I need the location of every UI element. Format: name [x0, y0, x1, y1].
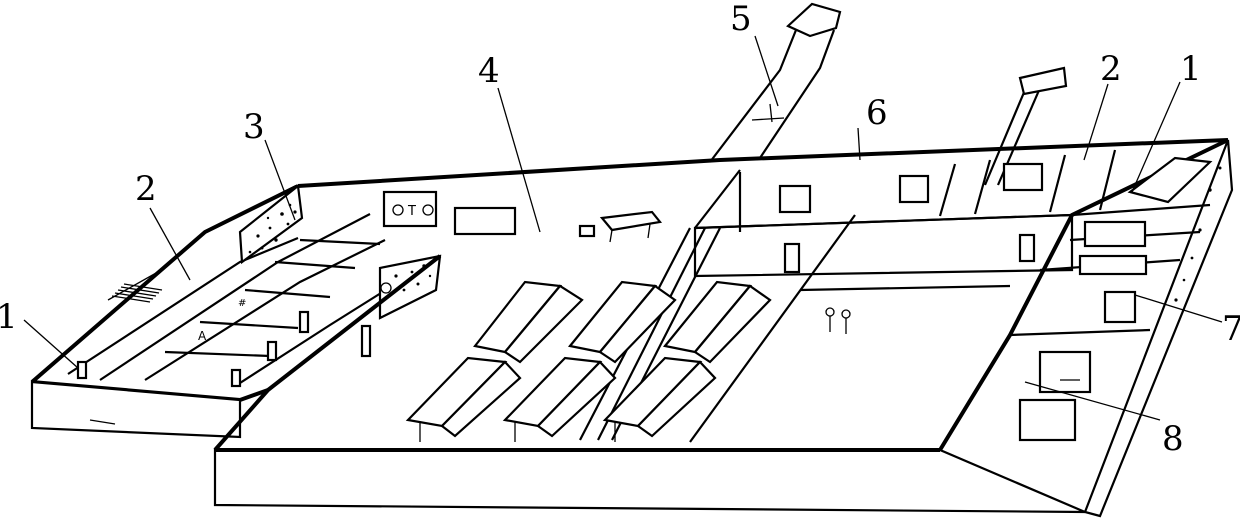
callout-left-1: 1	[0, 297, 18, 337]
leader-left-1	[23, 319, 79, 369]
left-wing: A #	[30, 183, 442, 439]
svg-text:T: T	[407, 204, 416, 219]
back-rooms	[738, 149, 1213, 232]
bench-row-1	[473, 280, 772, 364]
svg-text:#: #	[238, 298, 246, 309]
leader-center-4	[497, 87, 541, 233]
callout-right-2: 2	[1100, 49, 1122, 89]
callout-right-1: 1	[1180, 49, 1202, 89]
hatch-right	[1174, 166, 1222, 302]
callout-center-4: 4	[478, 51, 500, 91]
leader-left-3	[264, 139, 296, 221]
leader-lines	[23, 35, 1223, 421]
callout-top-5: 5	[730, 0, 752, 39]
hatch-left	[248, 203, 297, 254]
leader-left-2	[149, 207, 191, 281]
bench-row-2	[405, 356, 717, 438]
left-stairs	[111, 283, 163, 303]
callout-right-7: 7	[1222, 309, 1240, 349]
callout-labels: 1 2 3 4 5 6 2 1 7 8	[0, 0, 1240, 459]
leader-top-6	[857, 127, 861, 161]
leader-right-1	[1131, 81, 1181, 193]
callout-top-6: 6	[866, 93, 888, 133]
leader-right-8	[1024, 381, 1161, 421]
leader-top-5	[754, 35, 779, 107]
right-wing	[1009, 166, 1222, 442]
leader-right-2	[1083, 83, 1109, 161]
ventilation-duct	[709, 2, 842, 163]
callout-left-3: 3	[243, 107, 265, 147]
callout-right-8: 8	[1162, 419, 1184, 459]
callout-left-2: 2	[135, 169, 157, 209]
svg-text:A: A	[198, 329, 207, 343]
leader-right-7	[1134, 294, 1223, 323]
